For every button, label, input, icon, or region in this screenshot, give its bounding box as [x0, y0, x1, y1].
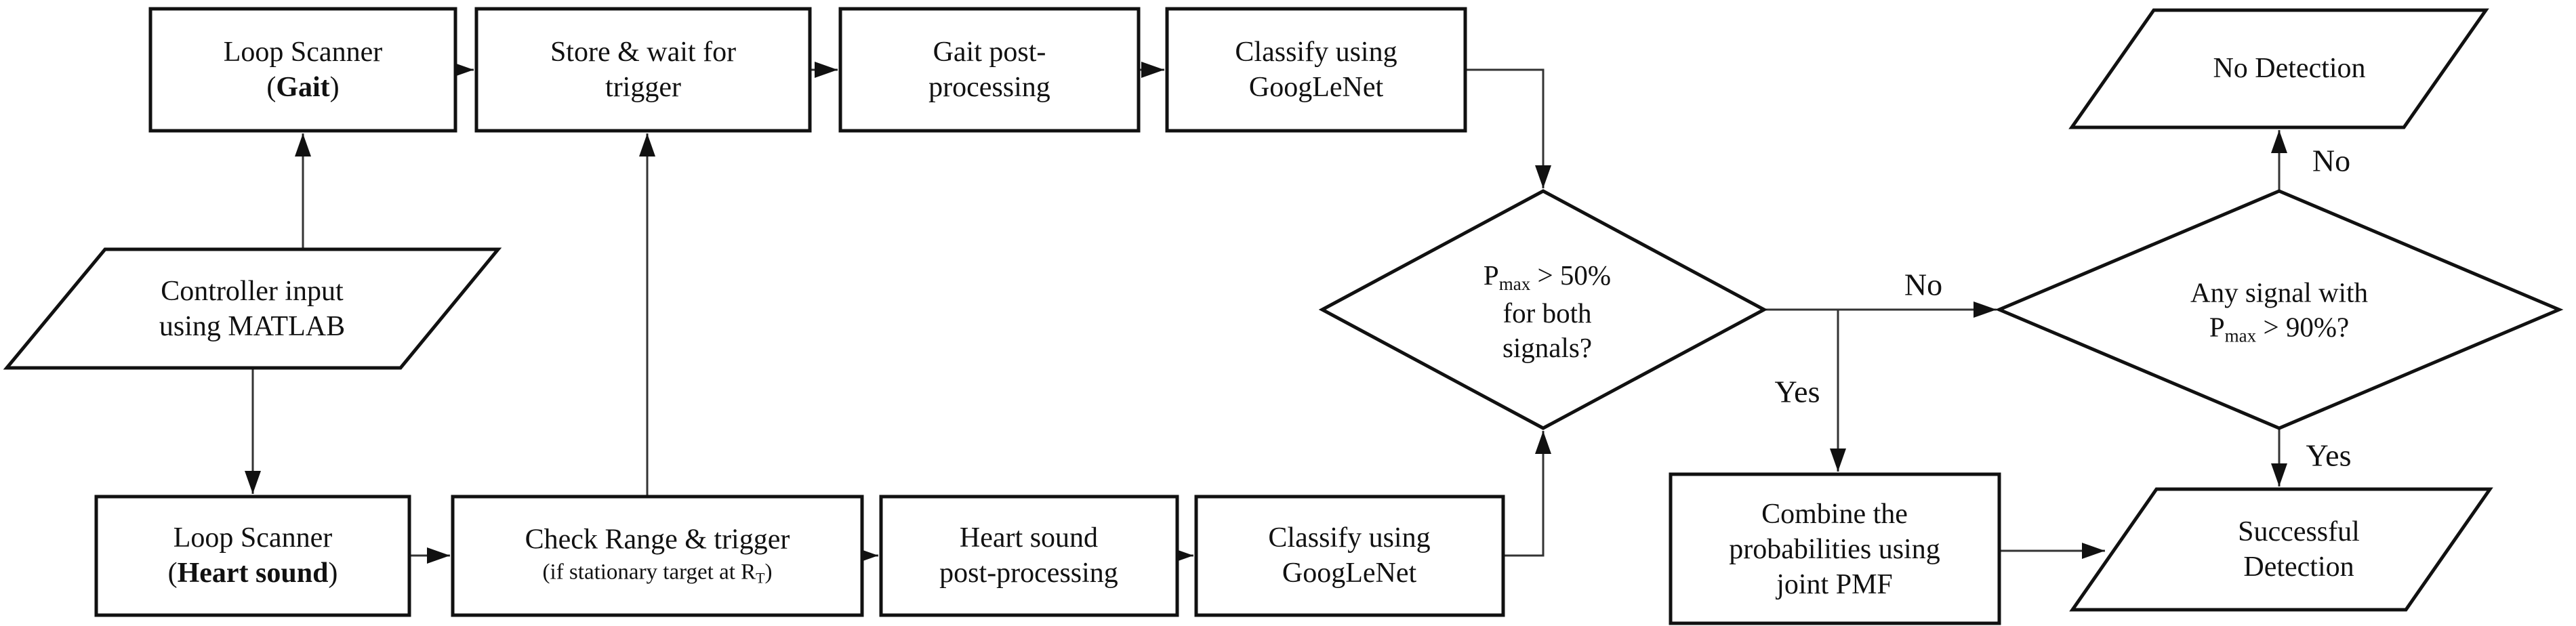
classify-heart-label: Classify using GoogLeNet [1268, 522, 1431, 589]
check-range-label: Check Range & trigger (if stationary tar… [525, 524, 790, 587]
controller-input-label: Controller input using MATLAB [159, 276, 346, 342]
combine-pmf-label: Combine the probabilities using joint PM… [1729, 499, 1940, 600]
branch-no-label: No [1904, 267, 1943, 302]
store-wait-label: Store & wait for trigger [550, 37, 737, 103]
heart-postprocessing-label: Heart sound post-processing [939, 522, 1118, 589]
gait-postprocessing-label: Gait post- processing [928, 37, 1050, 103]
detect-no-label: No [2312, 143, 2351, 178]
successful-detection-parallelogram [2069, 487, 2493, 612]
decision-90-diamond [1995, 189, 2564, 430]
loop-scanner-heart-box [94, 495, 411, 617]
loop-scanner-heart-label: Loop Scanner (Heart sound) [167, 522, 338, 589]
decision-90-label: Any signal with Pmax > 90%? [2190, 276, 2368, 346]
classify-gait-box [1165, 7, 1467, 133]
controller-input-parallelogram [3, 247, 502, 370]
loop-scanner-gait-label: Loop Scanner (Gait) [223, 37, 383, 103]
decision-50-diamond [1318, 189, 1768, 430]
arrow-classifygait-to-decision50 [1465, 68, 1551, 188]
no-detection-label: No Detection [2213, 53, 2366, 84]
loop-scanner-gait-box [148, 7, 457, 133]
heart-postprocessing-box [879, 495, 1179, 617]
classify-heart-box [1194, 495, 1505, 617]
detect-yes-label: Yes [2306, 438, 2352, 473]
no-detection-parallelogram [2068, 8, 2489, 129]
branch-yes-label: Yes [1774, 374, 1820, 409]
combine-pmf-box [1669, 472, 2001, 625]
classify-gait-label: Classify using GoogLeNet [1235, 37, 1397, 103]
successful-detection-label: Successful Detection [2238, 516, 2360, 583]
check-range-box [451, 495, 864, 617]
store-wait-box [474, 7, 812, 133]
arrow-classifyheart-to-decision50 [1503, 431, 1551, 557]
decision-50-label: Pmax > 50% for both signals? [1483, 259, 1612, 363]
gait-postprocessing-box [838, 7, 1141, 133]
